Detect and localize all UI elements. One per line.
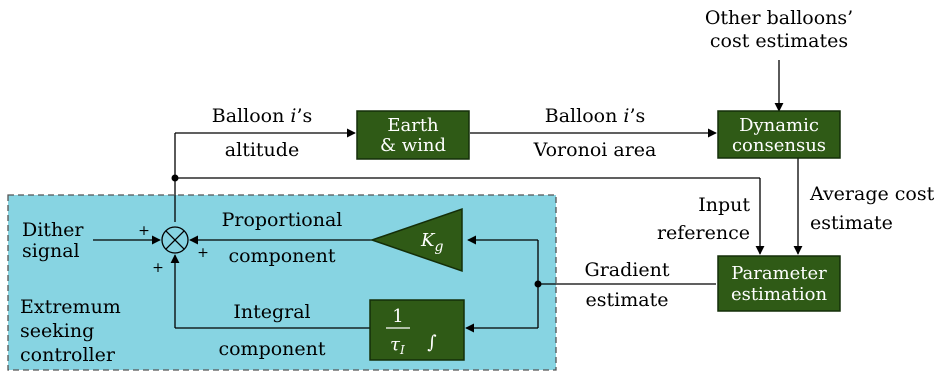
controller-label-3: controller — [20, 344, 116, 366]
integral-label-1: Integral — [233, 301, 310, 323]
plus-sign-integral: + — [152, 260, 164, 276]
earth-wind-label-1: Earth — [387, 115, 439, 136]
voronoi-label-2: Voronoi area — [533, 139, 657, 161]
integrator-block: 1 τI ∫ — [369, 299, 465, 361]
plus-sign-dither: + — [138, 223, 150, 239]
proportional-label-1: Proportional — [222, 209, 343, 231]
junction-dot-feedback — [171, 174, 179, 182]
earth-wind-block: Earth & wind — [356, 110, 470, 160]
consensus-label-2: consensus — [732, 135, 826, 156]
consensus-label-1: Dynamic — [739, 115, 819, 136]
param-est-label-2: estimation — [731, 284, 828, 305]
gradient-label-1: Gradient — [585, 259, 670, 281]
parameter-estimation-block: Parameter estimation — [717, 255, 841, 312]
input-reference-label-1: Input — [698, 194, 750, 216]
voronoi-label-1: Balloon i’s — [545, 105, 645, 127]
average-cost-label-1: Average cost — [809, 183, 935, 205]
gain-kg-block: Kg — [369, 207, 463, 273]
gain-k-symbol: Kg — [420, 230, 443, 255]
plus-sign-proportional: + — [197, 245, 209, 261]
summing-node — [161, 226, 189, 254]
controller-label-1: Extremum — [20, 296, 121, 318]
dither-label-2: signal — [22, 240, 80, 262]
dynamic-consensus-block: Dynamic consensus — [717, 110, 841, 159]
integrator-denominator: τI — [390, 334, 405, 357]
integral-sign: ∫ — [427, 332, 437, 353]
integrator-numerator: 1 — [392, 306, 403, 327]
altitude-label-2: altitude — [225, 139, 299, 161]
param-est-label-1: Parameter — [731, 263, 827, 284]
text-labels: Other balloons’ cost estimates Balloon i… — [20, 7, 935, 366]
junction-dot-gradient — [534, 280, 542, 288]
altitude-label-1: Balloon i’s — [212, 105, 312, 127]
input-reference-label-2: reference — [657, 222, 750, 244]
other-balloons-label-2: cost estimates — [710, 30, 848, 52]
average-cost-label-2: estimate — [810, 212, 893, 234]
gradient-label-2: estimate — [586, 289, 669, 311]
earth-wind-label-2: & wind — [380, 135, 446, 156]
integral-label-2: component — [218, 338, 325, 360]
wires — [93, 60, 803, 333]
other-balloons-label-1: Other balloons’ — [705, 7, 853, 29]
proportional-label-2: component — [228, 245, 335, 267]
controller-label-2: seeking — [20, 320, 94, 342]
dither-label-1: Dither — [22, 219, 84, 241]
